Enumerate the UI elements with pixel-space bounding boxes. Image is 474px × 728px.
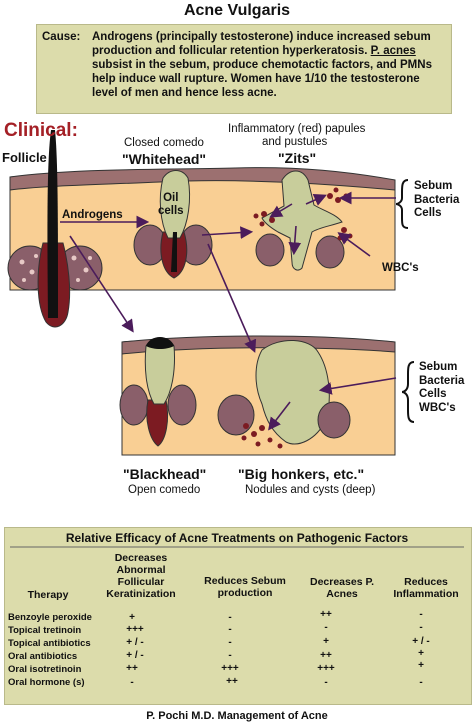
table-cell: -: [324, 622, 328, 633]
table-cell: ++: [226, 676, 238, 687]
inflammatory-label-line-2: and pustules: [262, 136, 328, 148]
follicle-label: Follicle: [2, 150, 47, 165]
hair-shaft: [47, 130, 58, 318]
whitehead-hair: [171, 232, 177, 272]
table-title: Relative Efficacy of Acne Treatments on …: [65, 531, 409, 545]
blackhead-gland-right: [167, 384, 197, 426]
cause-text: Androgens (principally testosterone) ind…: [92, 30, 444, 100]
bracket-lower: [401, 361, 415, 423]
cause-text-part-1: Androgens (principally testosterone) ind…: [92, 31, 431, 57]
arrow-to-zits: [201, 226, 254, 239]
whitehead-oil-plug: [159, 170, 191, 239]
closed-comedo-label: Closed comedo: [124, 137, 204, 149]
lower-bracket-sebum: Sebum: [419, 361, 458, 373]
cause-box: [36, 24, 452, 114]
table-row-label: Oral antibiotics: [8, 651, 78, 662]
table-cell: +++: [317, 663, 335, 674]
papule-gland-right: [315, 235, 345, 269]
lower-bracket-bacteria: Bacteria: [419, 374, 465, 387]
arrow-to-blackhead: [69, 235, 134, 333]
table-cell: ++: [320, 609, 332, 620]
header-therapy: Therapy: [27, 589, 69, 601]
table-cell: -: [228, 612, 232, 623]
table-cell: +: [418, 648, 424, 659]
arrow-sebum-lower: [318, 377, 397, 395]
table-cell: +: [323, 636, 329, 647]
nodule-arrow: [268, 401, 291, 431]
table-cell: -: [228, 637, 232, 648]
page-title: Acne Vulgaris: [183, 2, 291, 19]
table-row-label: Oral hormone (s): [8, 677, 85, 688]
table-cell: ++: [126, 663, 138, 674]
table-cell: + / -: [412, 636, 430, 647]
androgens-label: Androgens: [62, 209, 123, 221]
papule-arrow-3: [288, 225, 302, 256]
upper-bracket-list: Sebum Bacteria Cells: [414, 180, 459, 221]
papule-arrow-1: [269, 203, 293, 218]
table-cell: + / -: [126, 637, 144, 648]
lower-bracket-list: Sebum Bacteria Cells WBC's: [419, 361, 464, 415]
lower-skin-surface: [121, 335, 396, 355]
footer-citation: P. Pochi M.D. Management of Acne: [146, 710, 328, 722]
table-cell: -: [130, 677, 134, 688]
table-cell: + / -: [126, 650, 144, 661]
header-p-acnes: Decreases P.Acnes: [309, 576, 375, 600]
table-cell: -: [228, 650, 232, 661]
p-acnes-term: P. acnes: [370, 45, 416, 57]
table-cell: -: [324, 677, 328, 688]
nodule-gland-right: [317, 401, 351, 439]
blackhead-cap: [146, 337, 174, 349]
open-comedo-label: Open comedo: [128, 484, 201, 496]
clinical-heading: Clinical:: [4, 120, 78, 141]
nodules-label: Nodules and cysts (deep): [245, 484, 376, 496]
papule-arrow-2: [305, 194, 327, 206]
wbcs-label: WBC's: [382, 262, 419, 274]
cause-label: Cause:: [42, 31, 81, 43]
whitehead-label: "Whitehead": [122, 151, 207, 167]
upper-bracket-sebum: Sebum: [414, 180, 453, 192]
table-cell: ++: [320, 650, 332, 661]
table-row-label: Topical antibiotics: [8, 638, 91, 649]
cause-text-part-2: subsist in the sebum, produce chemotacti…: [92, 59, 432, 99]
table-row-label: Oral isotretinoin: [8, 664, 82, 675]
table-cell: +++: [221, 663, 239, 674]
inflammatory-label-line-1: Inflammatory (red) papules: [228, 123, 366, 135]
papule-lesion: [261, 170, 343, 271]
table-cell: -: [228, 624, 232, 635]
table-cell: -: [419, 622, 423, 633]
blackhead-label: "Blackhead": [123, 466, 207, 482]
blackhead-bulb: [146, 399, 169, 447]
bracket-upper: [395, 179, 409, 229]
papule-gland-left: [255, 233, 285, 267]
table-row-label: Topical tretinoin: [8, 625, 82, 636]
table-cell: -: [419, 609, 423, 620]
efficacy-table: [4, 527, 472, 705]
upper-bracket-bacteria: Bacteria: [414, 193, 460, 206]
table-row-label: Benzoyle peroxide: [8, 612, 92, 623]
arrow-to-nodule: [207, 243, 257, 353]
lower-bracket-wbcs: WBC's: [419, 401, 456, 414]
table-cell: +: [418, 660, 424, 671]
arrow-wbc: [337, 232, 371, 257]
table-cell: +++: [126, 624, 144, 635]
oil-cells-label: Oil cells: [158, 192, 184, 217]
zits-label: "Zits": [278, 150, 317, 166]
table-cell: -: [419, 677, 423, 688]
upper-bracket-cells: Cells: [414, 207, 442, 219]
big-honkers-label: "Big honkers, etc.": [238, 466, 365, 482]
lower-bracket-cells: Cells: [419, 388, 447, 400]
table-cell: +: [129, 612, 135, 623]
